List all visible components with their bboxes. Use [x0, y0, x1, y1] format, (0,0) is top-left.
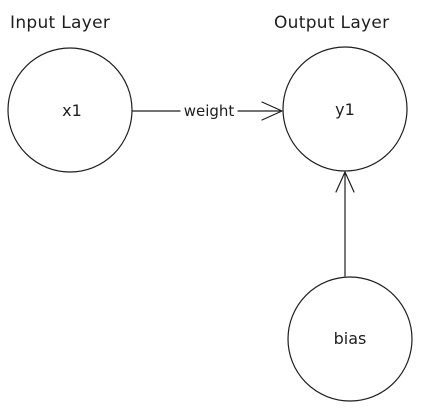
input-node-circle	[7, 47, 133, 173]
output-node-label: y1	[335, 100, 355, 119]
output-node[interactable]: y1	[282, 46, 408, 172]
bias-node[interactable]: bias	[287, 276, 413, 402]
input-node-label: x1	[62, 101, 82, 120]
bias-node-circle	[287, 276, 413, 402]
bias-edge[interactable]	[335, 171, 355, 277]
bias-edge-arrowhead	[335, 171, 355, 193]
output-node-circle	[282, 46, 408, 172]
input-layer-label: Input Layer	[10, 13, 110, 33]
bias-node-label: bias	[334, 329, 367, 348]
output-layer-label: Output Layer	[274, 13, 389, 33]
weight-edge-label: weight	[184, 102, 235, 120]
input-node[interactable]: x1	[7, 47, 133, 173]
weight-edge-arrowhead	[261, 101, 283, 121]
weight-edge[interactable]: weight	[132, 101, 283, 121]
